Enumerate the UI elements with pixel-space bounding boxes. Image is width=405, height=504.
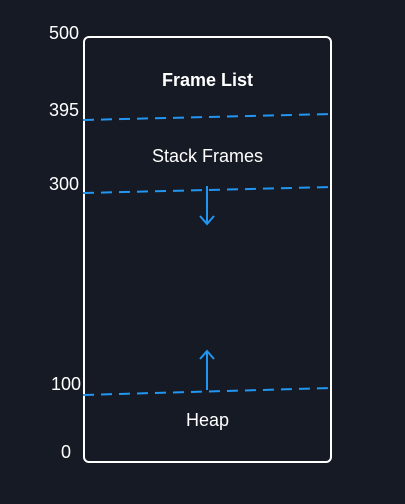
heap-growth-arrow-up-icon (199, 349, 215, 390)
divider-395 (82, 113, 333, 121)
axis-tick-500: 500 (48, 23, 79, 43)
divider-100 (82, 387, 333, 396)
axis-tick-395: 395 (48, 100, 79, 120)
heap-label: Heap (185, 410, 230, 430)
axis-tick-300: 300 (48, 174, 79, 194)
stack-frames-label: Stack Frames (151, 146, 264, 166)
frame-list-label: Frame List (161, 70, 254, 90)
memory-block-outline (83, 36, 332, 463)
axis-tick-0: 0 (60, 442, 71, 462)
divider-300 (82, 186, 333, 194)
axis-tick-100: 100 (50, 374, 81, 394)
stack-growth-arrow-down-icon (199, 186, 215, 226)
